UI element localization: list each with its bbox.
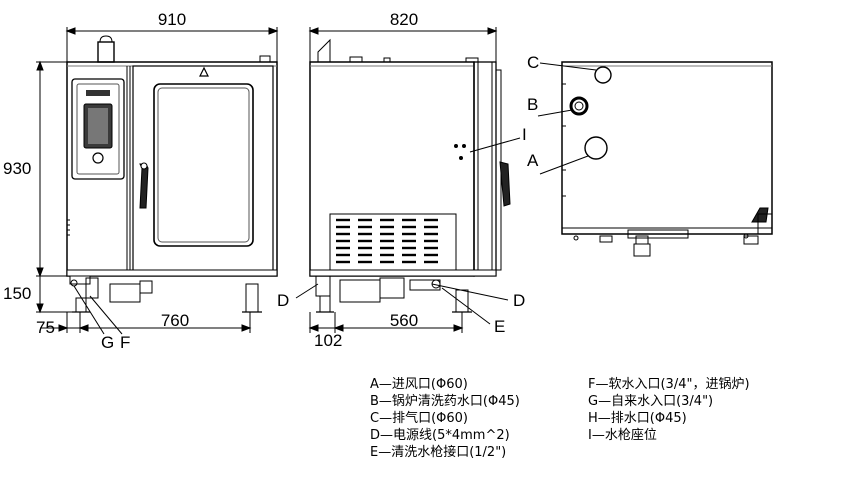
callout-d-right: D	[513, 291, 525, 310]
legend-item-g: G—自来水入口(3/4")	[588, 394, 714, 409]
callout-e: E	[494, 317, 505, 336]
legend-item-b: B—锅炉清洗药水口(Φ45)	[370, 394, 520, 409]
callout-a: A	[527, 151, 539, 170]
legend-item-d: D—电源线(5*4mm^2)	[370, 428, 510, 443]
dim-foot-span: 760	[161, 311, 189, 330]
legend-item-a: A—进风口(Φ60)	[370, 377, 468, 392]
front-view	[36, 27, 279, 335]
callout-c: C	[527, 53, 539, 72]
legend-item-i: I—水枪座位	[588, 428, 657, 443]
dim-base-height: 150	[3, 284, 31, 303]
callout-i: I	[522, 125, 527, 144]
legend-left: A—进风口(Φ60) B—锅炉清洗药水口(Φ45) C—排气口(Φ60) D—电…	[370, 376, 520, 461]
callout-f: F	[120, 333, 130, 352]
dim-side-depth: 820	[390, 10, 418, 29]
dim-side-foot-span: 560	[390, 311, 418, 330]
side-view	[295, 27, 521, 333]
legend-item-h: H—排水口(Φ45)	[588, 411, 687, 426]
legend-item-c: C—排气口(Φ60)	[370, 411, 468, 426]
callout-b: B	[527, 95, 538, 114]
legend-item-f: F—软水入口(3/4"，进锅炉)	[588, 377, 750, 392]
legend-item-e: E—清洗水枪接口(1/2")	[370, 445, 507, 460]
dim-front-height: 930	[3, 159, 31, 178]
dim-foot-offset: 75	[36, 318, 55, 337]
dim-side-offset: 102	[314, 331, 342, 350]
callout-g: G	[101, 333, 114, 352]
legend-right: F—软水入口(3/4"，进锅炉) G—自来水入口(3/4") H—排水口(Φ45…	[588, 376, 750, 444]
dim-front-width: 910	[158, 10, 186, 29]
top-view	[537, 61, 773, 257]
callout-d-left: D	[277, 291, 289, 310]
